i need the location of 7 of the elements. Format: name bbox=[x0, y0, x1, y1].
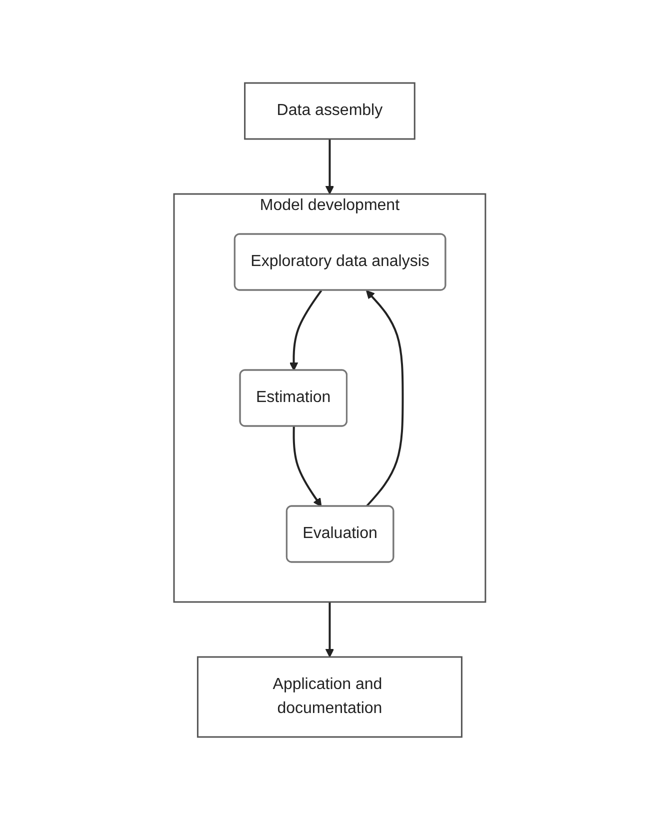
arrow bbox=[289, 290, 322, 371]
node-box: Data assembly bbox=[244, 82, 416, 140]
arrow bbox=[292, 426, 322, 507]
arrow bbox=[325, 139, 334, 194]
node-box: Application and documentation bbox=[196, 656, 462, 738]
arrow bbox=[365, 290, 404, 508]
arrow bbox=[325, 602, 334, 658]
